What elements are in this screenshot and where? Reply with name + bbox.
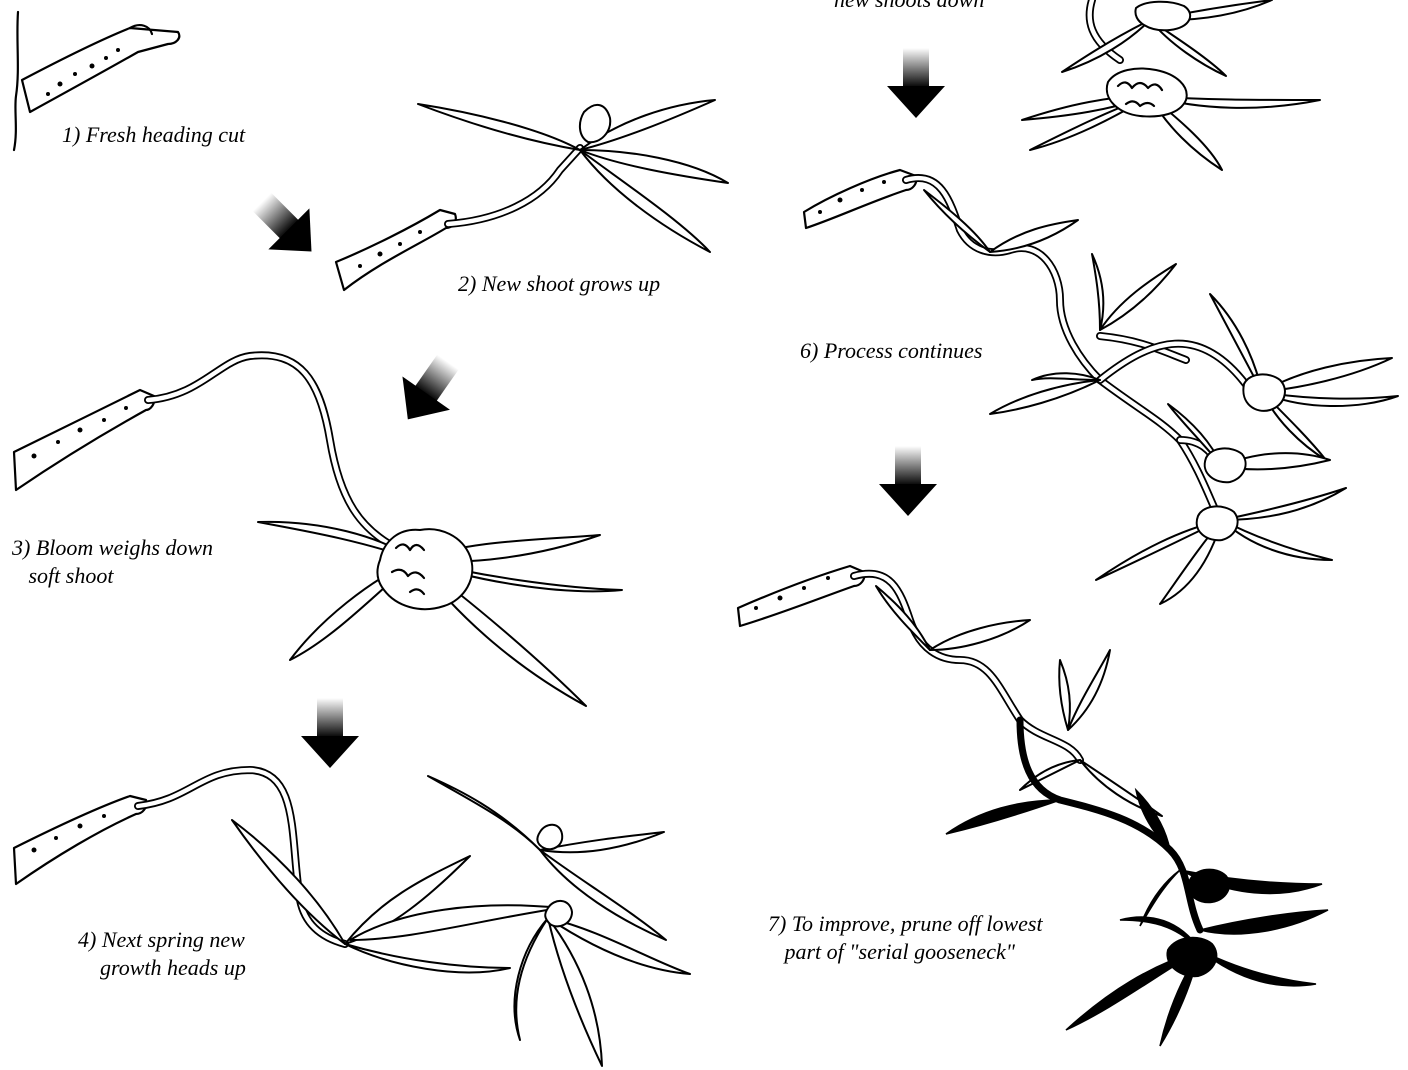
step-7-caption: 7) To improve, prune off lowest part of … (768, 910, 1043, 966)
step-2-illustration (336, 100, 728, 290)
step-3-caption: 3) Bloom weighs down soft shoot (12, 534, 213, 590)
down-arrow-icon (301, 698, 359, 768)
down-arrow-icon (384, 345, 472, 436)
step-2-caption: 2) New shoot grows up (458, 270, 660, 298)
down-arrow-icon (241, 181, 332, 272)
down-arrow-icon (887, 48, 945, 118)
step-5-illustration (1022, 0, 1320, 170)
step-6-illustration (804, 170, 1398, 604)
step-1-caption: 1) Fresh heading cut (62, 121, 245, 149)
down-arrow-icon (879, 446, 937, 516)
step-7-illustration (738, 566, 1328, 1046)
step-3-illustration (14, 355, 622, 706)
step-4-caption: 4) Next spring new growth heads up (78, 926, 246, 982)
step-5-caption: new shoots down (834, 0, 984, 14)
step-6-caption: 6) Process continues (800, 337, 982, 365)
step-4-illustration (14, 770, 690, 1066)
